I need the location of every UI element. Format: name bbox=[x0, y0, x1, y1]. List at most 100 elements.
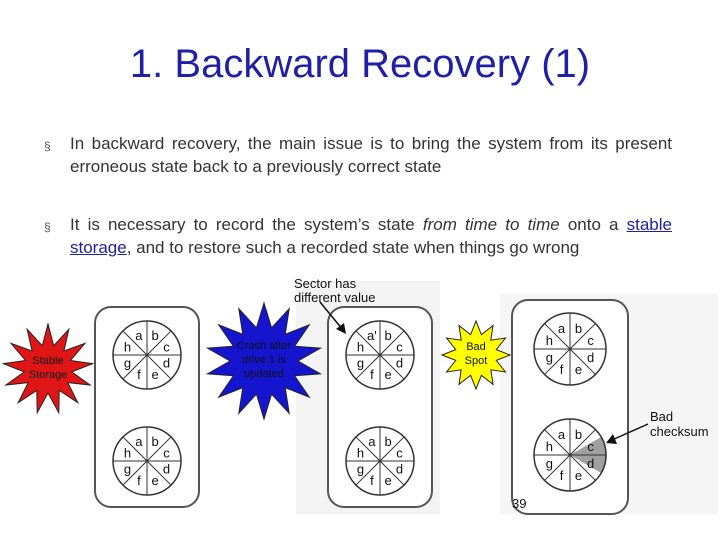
sector-label: a' bbox=[367, 328, 377, 343]
sector-divider bbox=[146, 460, 172, 486]
sector-label: h bbox=[546, 439, 553, 454]
sector-label: e bbox=[575, 362, 582, 377]
sector-label: h bbox=[124, 445, 131, 460]
sector-label: e bbox=[575, 468, 582, 483]
sector-divider bbox=[569, 323, 596, 350]
bullet-2-text: It is necessary to record the system’s s… bbox=[70, 213, 672, 259]
slide-title: 1. Backward Recovery (1) bbox=[129, 42, 591, 86]
sector-label: f bbox=[137, 473, 141, 488]
sector-label: h bbox=[124, 339, 131, 354]
page-number: 39 bbox=[512, 496, 526, 511]
checksum-arrow-head bbox=[606, 434, 617, 444]
sector-divider bbox=[355, 436, 381, 462]
sector-label: b bbox=[575, 427, 582, 442]
checksum-annotation: checksum bbox=[650, 424, 709, 439]
sector-divider bbox=[122, 436, 148, 462]
bullet-2-text-middle: onto a bbox=[559, 215, 627, 234]
bullet-2-italic: from time to time bbox=[422, 215, 560, 234]
sector-label: b bbox=[151, 434, 158, 449]
sector-divider bbox=[569, 454, 596, 481]
sector-divider bbox=[569, 348, 596, 375]
sector-divider bbox=[146, 436, 172, 462]
sector-label: a bbox=[368, 434, 376, 449]
sector-label: g bbox=[357, 356, 364, 371]
checksum-arrow bbox=[611, 423, 649, 441]
sector-divider bbox=[122, 460, 148, 486]
sector-divider bbox=[544, 323, 571, 350]
sector-label: f bbox=[560, 362, 564, 377]
sector-label: d bbox=[396, 462, 403, 477]
sector-label: c bbox=[396, 445, 403, 460]
bullet-2-text-start: It is necessary to record the system’s s… bbox=[70, 215, 423, 234]
sector-label: a bbox=[135, 434, 143, 449]
sector-label: f bbox=[370, 473, 374, 488]
sector-label: d bbox=[587, 456, 594, 471]
crash-label: Crash after bbox=[237, 340, 292, 352]
sector-label: b bbox=[384, 434, 391, 449]
sector-annotation: different value bbox=[294, 290, 375, 305]
sector-divider bbox=[146, 330, 172, 356]
sector-label: b bbox=[151, 328, 158, 343]
sector-label: g bbox=[124, 462, 131, 477]
drive-casing bbox=[94, 306, 200, 508]
sector-label: c bbox=[587, 439, 594, 454]
sector-label: c bbox=[587, 333, 594, 348]
crash-burst bbox=[205, 301, 323, 421]
bad-spot-label: Spot bbox=[465, 355, 488, 367]
bullet-1-text: In backward recovery, the main issue is … bbox=[70, 134, 672, 176]
stable-storage-label: Storage bbox=[29, 369, 68, 381]
bad-spot-label: Bad bbox=[466, 341, 486, 353]
sector-label: c bbox=[163, 339, 170, 354]
sector-label: h bbox=[357, 339, 364, 354]
stable-storage-link[interactable]: stable storage bbox=[70, 215, 672, 257]
sector-label: a bbox=[558, 427, 566, 442]
sector-label: a bbox=[558, 321, 566, 336]
sector-divider bbox=[355, 460, 381, 486]
sector-label: g bbox=[546, 350, 553, 365]
sector-label: d bbox=[396, 356, 403, 371]
sector-label: e bbox=[151, 473, 158, 488]
sector-label: f bbox=[560, 468, 564, 483]
sector-divider bbox=[379, 460, 405, 486]
drive-casing bbox=[327, 306, 433, 508]
sector-label: f bbox=[137, 367, 141, 382]
sector-divider bbox=[379, 330, 405, 356]
sector-label: e bbox=[151, 367, 158, 382]
sector-divider bbox=[379, 354, 405, 380]
sector-label: g bbox=[357, 462, 364, 477]
sector-label: d bbox=[163, 462, 170, 477]
sector-divider bbox=[569, 429, 596, 456]
sector-label: d bbox=[587, 350, 594, 365]
sector-arrow bbox=[319, 301, 344, 331]
sector-divider bbox=[122, 330, 148, 356]
sector-label: f bbox=[370, 367, 374, 382]
crash-label: drive 1 is bbox=[242, 354, 287, 366]
sector-label: h bbox=[357, 445, 364, 460]
bullet-marker: § bbox=[44, 220, 51, 234]
sector-arrow-head bbox=[336, 323, 346, 334]
sector-label: d bbox=[163, 356, 170, 371]
crash-label: updated bbox=[244, 368, 284, 380]
sector-label: g bbox=[546, 456, 553, 471]
checksum-annotation: Bad bbox=[650, 409, 673, 424]
bullet-marker: § bbox=[44, 139, 51, 153]
sector-divider bbox=[122, 354, 148, 380]
sector-label: b bbox=[384, 328, 391, 343]
sector-label: c bbox=[163, 445, 170, 460]
bad-spot-burst bbox=[440, 319, 512, 391]
sector-divider bbox=[355, 354, 381, 380]
sector-label: b bbox=[575, 321, 582, 336]
sector-divider bbox=[146, 354, 172, 380]
sector-divider bbox=[379, 436, 405, 462]
sector-label: c bbox=[396, 339, 403, 354]
sector-divider bbox=[544, 429, 571, 456]
sector-label: a bbox=[135, 328, 143, 343]
sector-label: e bbox=[384, 367, 391, 382]
stable-storage-burst bbox=[1, 322, 95, 415]
